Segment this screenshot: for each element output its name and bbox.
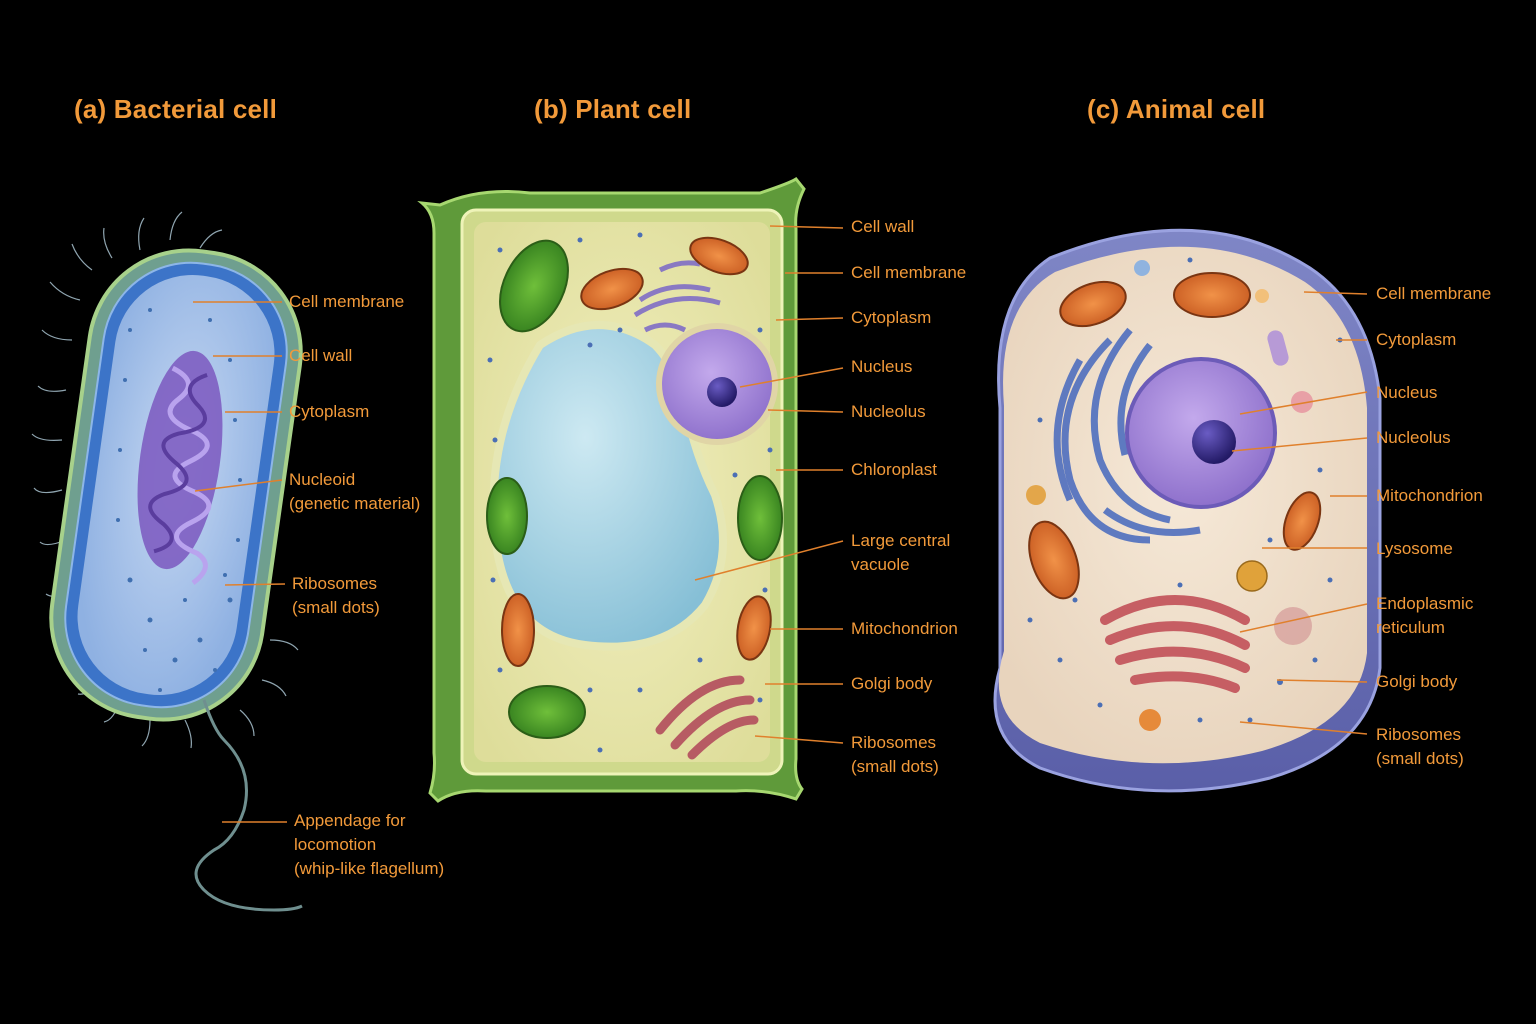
plant-cell-title: (b) Plant cell [534, 94, 692, 124]
label-bacterial-ribosomes: Ribosomes (small dots) [292, 574, 380, 617]
plant-chloroplasts [486, 239, 783, 739]
label-bacterial-cell-membrane: Cell membrane [289, 292, 405, 311]
animal-ribosomes [1027, 257, 1343, 723]
label-plant-golgi: Golgi body [851, 674, 933, 693]
label-plant-chloroplast: Chloroplast [851, 460, 937, 479]
label-plant-cell-wall: Cell wall [851, 217, 915, 236]
animal-cell-title: (c) Animal cell [1087, 94, 1266, 124]
nucleoid-shape [137, 350, 223, 586]
label-animal-mitochondrion: Mitochondrion [1376, 486, 1483, 505]
label-animal-nucleolus: Nucleolus [1376, 428, 1451, 447]
label-animal-er: Endoplasmic reticulum [1376, 594, 1474, 637]
label-bacterial-cytoplasm: Cytoplasm [289, 402, 370, 421]
label-animal-nucleus: Nucleus [1376, 383, 1438, 402]
label-animal-lysosome: Lysosome [1376, 539, 1453, 558]
label-animal-ribosomes: Ribosomes (small dots) [1376, 725, 1464, 768]
label-animal-cytoplasm: Cytoplasm [1376, 330, 1457, 349]
label-bacterial-nucleoid: Nucleoid (genetic material) [289, 470, 421, 513]
label-plant-vacuole: Large central vacuole [851, 531, 951, 574]
label-plant-ribosomes: Ribosomes (small dots) [851, 733, 939, 776]
plant-mitochondria [501, 236, 772, 667]
plant-cell [417, 176, 806, 803]
leader-lines [193, 225, 1368, 823]
plant-golgi [655, 675, 759, 760]
animal-cell [993, 228, 1382, 793]
label-animal-golgi: Golgi body [1376, 672, 1458, 691]
bacterial-cell-title: (a) Bacterial cell [74, 94, 278, 124]
bacterial-ribosomes [116, 308, 242, 692]
plant-ribosomes [487, 232, 773, 753]
label-plant-cytoplasm: Cytoplasm [851, 308, 932, 327]
flagellum-shape [194, 699, 303, 912]
label-bacterial-flagellum: Appendage for locomotion (whip-like flag… [294, 811, 445, 878]
animal-mitochondria [1028, 272, 1322, 600]
label-bacterial-cell-wall: Cell wall [289, 346, 353, 365]
label-plant-mitochondrion: Mitochondrion [851, 619, 958, 638]
animal-golgi [1100, 595, 1250, 693]
label-plant-nucleus: Nucleus [851, 357, 913, 376]
bacterial-cell [31, 211, 303, 912]
animal-er-shape [1053, 327, 1201, 544]
animal-vesicles [1026, 260, 1313, 731]
plant-er [633, 260, 721, 333]
label-plant-cell-membrane: Cell membrane [851, 263, 967, 282]
label-plant-nucleolus: Nucleolus [851, 402, 926, 421]
label-animal-cell-membrane: Cell membrane [1376, 284, 1492, 303]
